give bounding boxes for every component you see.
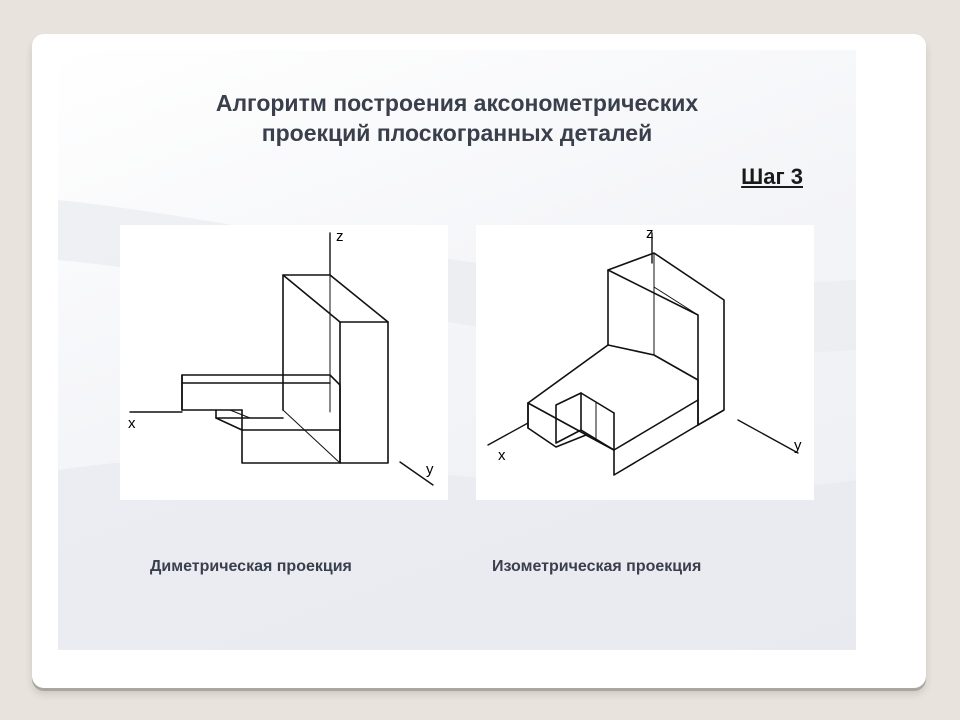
dimetric-drawing: z x y	[120, 225, 448, 500]
slide: Алгоритм построения аксонометрических пр…	[58, 50, 856, 650]
isometric-axis-y-label: y	[794, 437, 802, 454]
dimetric-axis-x-label: x	[128, 415, 136, 432]
title-line-1: Алгоритм построения аксонометрических	[215, 90, 699, 116]
dimetric-caption: Диметрическая проекция	[150, 558, 352, 575]
isometric-axis-z-label: z	[646, 225, 654, 242]
step-label: Шаг 3	[741, 164, 803, 189]
dimetric-axis-y-label: y	[426, 461, 434, 478]
slide-title: Алгоритм построения аксонометрических пр…	[58, 88, 856, 148]
title-line-2: проекций плоскогранных деталей	[261, 120, 653, 146]
isometric-caption: Изометрическая проекция	[492, 558, 702, 575]
isometric-axis-x-label: x	[498, 447, 506, 464]
dimetric-axis-z-label: z	[336, 228, 344, 245]
isometric-drawing: z x y	[476, 225, 814, 500]
